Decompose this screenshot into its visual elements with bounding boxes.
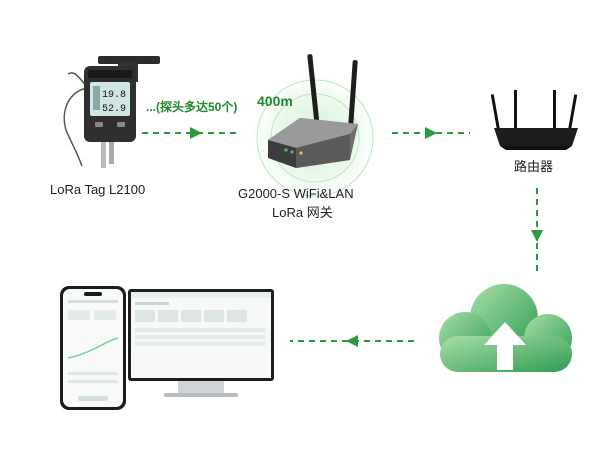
upload-arrow-icon: [484, 322, 526, 370]
gateway-label-line2: LoRa 网关: [272, 205, 333, 220]
gateway-label-line1: G2000-S WiFi&LAN: [238, 186, 354, 201]
range-label: 400m: [257, 93, 293, 109]
probe-count-note: ...(探头多达50个): [146, 100, 238, 114]
arrow-down-icon: [531, 230, 543, 242]
display-bottom-value: 52.9: [102, 104, 126, 115]
arrow-right-icon: [425, 127, 437, 139]
display-top-value: 19.8: [102, 90, 126, 101]
phone-device: [60, 286, 126, 410]
router-label: 路由器: [514, 159, 554, 174]
monitor-device: [128, 289, 274, 397]
arrow-left-icon: [346, 335, 358, 347]
tag-label: LoRa Tag L2100: [50, 182, 146, 197]
arrow-right-icon: [190, 127, 202, 139]
